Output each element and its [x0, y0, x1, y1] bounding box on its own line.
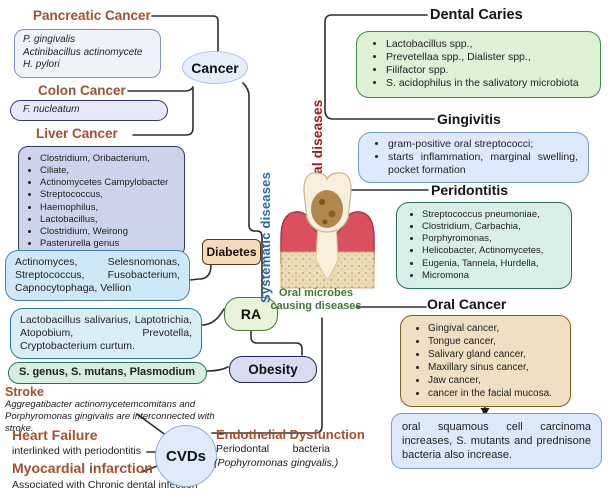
list-item: Pasterurella genus: [40, 238, 180, 250]
list-item: Tongue cancer,: [428, 335, 564, 348]
heading-liver-cancer: Liver Cancer: [36, 126, 118, 141]
list-item: cancer in the facial mucosa.: [428, 387, 564, 400]
heading-myocardial-infarction: Myocardial infarction: [12, 460, 153, 476]
list-item: Ciliate,: [40, 165, 180, 177]
gingivitis-box: gram-positive oral streptococci;starts i…: [358, 132, 589, 184]
heading-dental-caries: Dental Caries: [430, 7, 523, 23]
ra-bacteria-box: Lactobacillus salivarius, Laptotrichia, …: [10, 308, 202, 360]
heading-colon-cancer: Colon Cancer: [38, 83, 126, 98]
tooth-illustration: [280, 172, 375, 289]
line-lactobacillus-ra: [201, 308, 225, 326]
endothelial-line2: (Pophyromonas gingvalis,): [214, 457, 339, 469]
heading-pancreatic-cancer: Pancreatic Cancer: [33, 8, 151, 23]
list-item: S. acidophilus in the salivatory microbi…: [386, 77, 590, 90]
cvds-node: CVDs: [155, 425, 217, 487]
systematic-diseases-label: Systematic diseases: [258, 172, 273, 303]
line-colon-cancer: [127, 86, 194, 92]
list-item: Clostridium, Weirong: [40, 226, 180, 238]
list-item: Streptococcus pneumoniae,: [422, 209, 565, 221]
heading-heart-failure: Heart Failure: [12, 427, 98, 443]
list-item: Porphyromonas,: [422, 233, 565, 245]
list-item: Streptococcus,: [40, 189, 180, 201]
obesity-node: Obesity: [229, 356, 317, 383]
list-item: H. pylori: [23, 59, 60, 70]
peridontitis-list: Streptococcus pneumoniae,Clostridium, Ca…: [407, 209, 565, 282]
list-item: starts inflammation, marginal swelling, …: [388, 151, 578, 177]
line-sgenus-obesity: [206, 366, 229, 372]
dental-caries-list: Lactobacillus spp.,Prevetellaa spp., Dia…: [371, 38, 590, 91]
myocardial-description: Associated with Chronic dental infection: [12, 479, 198, 491]
liver-bacteria-box: Clostridium, Oribacterium,Ciliate,Actino…: [18, 146, 185, 258]
diabetes-bacteria-box: Actinomyces, Selesnomonas, Streptococcus…: [5, 250, 190, 302]
heading-peridontitis: Peridontitis: [431, 182, 509, 198]
line-pancreatic-cancer: [151, 15, 219, 53]
line-ra-obesity: [250, 330, 303, 356]
list-item: Clostridium, Carbachia,: [422, 221, 565, 233]
colon-bacteria-box: F. nucleatum: [10, 100, 168, 121]
heart-failure-description: interlinked with periodontitis: [12, 445, 141, 457]
heading-endothelial-dysfunction: Endothelial Dysfunction: [216, 427, 365, 442]
decay-patch: [311, 190, 343, 228]
list-item: Jaw cancer,: [428, 374, 564, 387]
list-item: Helicobacter, Actinomycetes,: [422, 245, 565, 257]
list-item: Clostridium, Oribacterium,: [40, 153, 180, 165]
list-item: Micromona: [422, 270, 565, 282]
endothelial-line1: Periodontal bacteria: [216, 443, 330, 455]
list-item: Lactobacillus spp.,: [386, 38, 590, 51]
tooth-caption: Oral microbes causing diseases: [270, 287, 362, 313]
heading-stroke: Stroke: [5, 385, 44, 399]
tooth-root: [315, 223, 339, 280]
gingivitis-list: gram-positive oral streptococci;starts i…: [373, 138, 578, 177]
list-item: Prevetellaa spp., Dialister spp.,: [386, 51, 590, 64]
stroke-description: Aggregatibacter actinomycetemcomitans an…: [5, 399, 215, 434]
list-item: Haemophilus,: [40, 202, 180, 214]
peridontitis-box: Streptococcus pneumoniae,Clostridium, Ca…: [396, 202, 572, 289]
list-item: Gingival cancer,: [428, 322, 564, 335]
obesity-bacteria-box: S. genus, S. mutans, Plasmodium: [8, 362, 207, 384]
cancer-node: Cancer: [182, 51, 248, 84]
ra-node: RA: [224, 297, 278, 331]
line-diabetes-actinomyces: [189, 264, 212, 281]
carcinoma-note-box: oral squamous cell carcinoma increases, …: [391, 413, 602, 470]
heading-gingivitis: Gingivitis: [437, 111, 501, 127]
list-item: Eugenia, Tannela, Hurdella,: [422, 258, 565, 270]
dental-caries-box: Lactobacillus spp.,Prevetellaa spp., Dia…: [356, 31, 601, 98]
oral-cancer-list: Gingival cancer,Tongue cancer,Salivary g…: [413, 322, 564, 400]
list-item: Lactobacillus,: [40, 214, 180, 226]
oral-cancer-box: Gingival cancer,Tongue cancer,Salivary g…: [400, 315, 571, 407]
list-item: gram-positive oral streptococci;: [388, 138, 578, 151]
list-item: Salivary gland cancer,: [428, 348, 564, 361]
diabetes-node: Diabetes: [202, 239, 261, 265]
list-item: P. gingivalis: [23, 34, 76, 45]
list-item: Actinibacillus actinomycete: [23, 46, 143, 58]
liver-bacteria-list: Clostridium, Oribacterium,Ciliate,Actino…: [25, 153, 180, 250]
list-item: Filifactor spp.: [386, 64, 590, 77]
heading-oral-cancer: Oral Cancer: [427, 296, 507, 312]
list-item: Actinomycetes Campylobacter: [40, 177, 180, 189]
list-item: Maxillary sinus cancer,: [428, 361, 564, 374]
